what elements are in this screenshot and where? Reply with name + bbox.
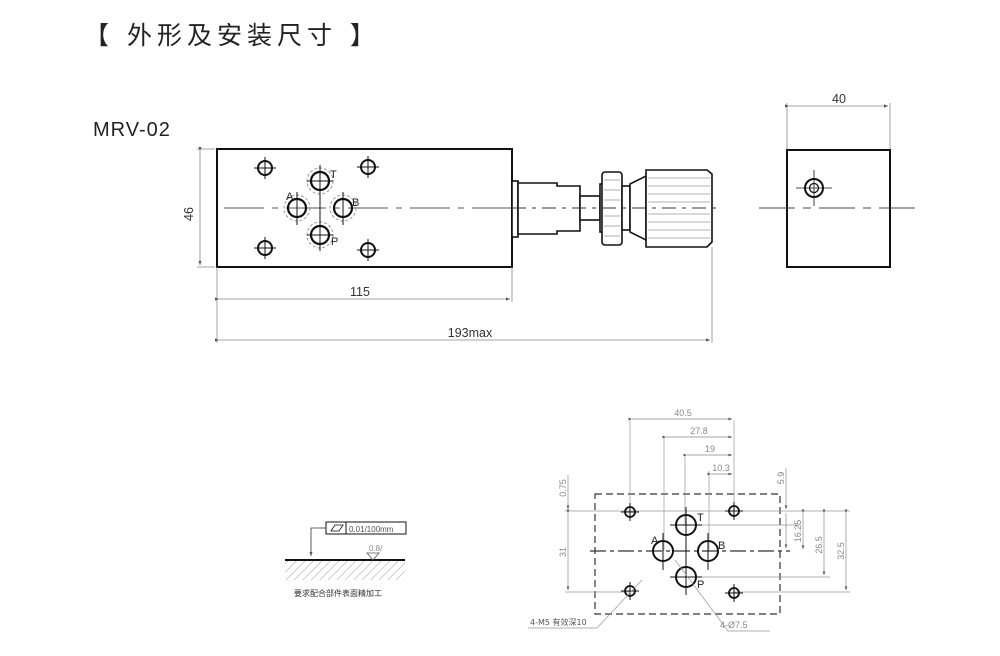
port-t-icon xyxy=(306,165,334,210)
port-label-b: B xyxy=(718,540,725,552)
bolt-hole-icon xyxy=(254,157,276,179)
flatness-icon xyxy=(330,524,344,532)
bolt-hole-icon xyxy=(725,584,743,602)
port-b-icon xyxy=(697,533,719,570)
port-p-icon xyxy=(670,560,702,595)
end-view: 40 xyxy=(759,92,918,268)
port-label-p: P xyxy=(331,236,338,248)
dim-length xyxy=(215,247,713,343)
pattern-outline xyxy=(594,493,781,615)
dim-label-10-3: 10.3 xyxy=(712,463,730,473)
dim-label-16-25: 16.25 xyxy=(793,520,803,543)
surface-spec: 0.01/100mm 0.8/ 要求配合部件表面精加工 xyxy=(285,521,407,598)
dim-label-26-5: 26.5 xyxy=(814,536,824,554)
dim-label-40-5: 40.5 xyxy=(674,408,692,418)
bolt-hole-icon xyxy=(357,156,379,178)
dim-label-31: 31 xyxy=(558,547,568,557)
dim-label-115: 115 xyxy=(350,285,370,299)
dim-label-32-5: 32.5 xyxy=(836,542,846,560)
dim-height xyxy=(197,147,215,268)
port-label-p: P xyxy=(697,579,704,591)
port-t-icon xyxy=(670,507,702,568)
port-p-icon xyxy=(306,210,334,251)
bolt-hole-icon xyxy=(357,239,379,261)
flatness-value: 0.01/100mm xyxy=(349,525,394,534)
bolt-hole-icon xyxy=(254,237,276,259)
port-a-icon xyxy=(652,533,674,570)
model-name: MRV-02 xyxy=(93,119,171,141)
bolt-hole-icon xyxy=(725,502,743,520)
dim-label-5-9: 5.9 xyxy=(776,472,786,485)
port-label-b: B xyxy=(352,197,359,209)
roughness-icon xyxy=(366,552,380,561)
bolt-hole-icon xyxy=(621,582,639,600)
dim-label-0-75: 0.75 xyxy=(558,479,568,497)
callout-port-spec: 4-Ø7.5 xyxy=(720,620,748,630)
surface-note: 要求配合部件表面精加工 xyxy=(294,588,382,598)
knurl-lines xyxy=(604,177,710,239)
dim-label-193max: 193max xyxy=(448,326,493,340)
dim-label-40: 40 xyxy=(832,92,846,106)
dim-width xyxy=(785,103,891,149)
bolt-hole-icon xyxy=(621,503,639,521)
side-view: T A B P 46 xyxy=(182,147,720,343)
roughness-value: 0.8/ xyxy=(369,544,383,553)
dim-label-27-8: 27.8 xyxy=(690,426,708,436)
mounting-pattern: 40.5 27.8 19 10.3 0.75 31 5.9 16.25 26.5… xyxy=(528,408,850,632)
port-b-icon xyxy=(329,192,357,225)
port-label-a: A xyxy=(651,535,659,547)
port-a-icon xyxy=(283,192,311,225)
dim-label-46: 46 xyxy=(182,207,196,221)
port-label-t: T xyxy=(697,512,704,524)
section-title: 【 外形及安装尺寸 】 xyxy=(84,21,380,50)
dim-label-19: 19 xyxy=(705,444,715,454)
callout-bolt-spec: 4-M5 有效深10 xyxy=(530,617,587,627)
set-screw-icon xyxy=(796,170,832,206)
port-label-a: A xyxy=(286,191,294,203)
port-label-t: T xyxy=(330,169,337,181)
